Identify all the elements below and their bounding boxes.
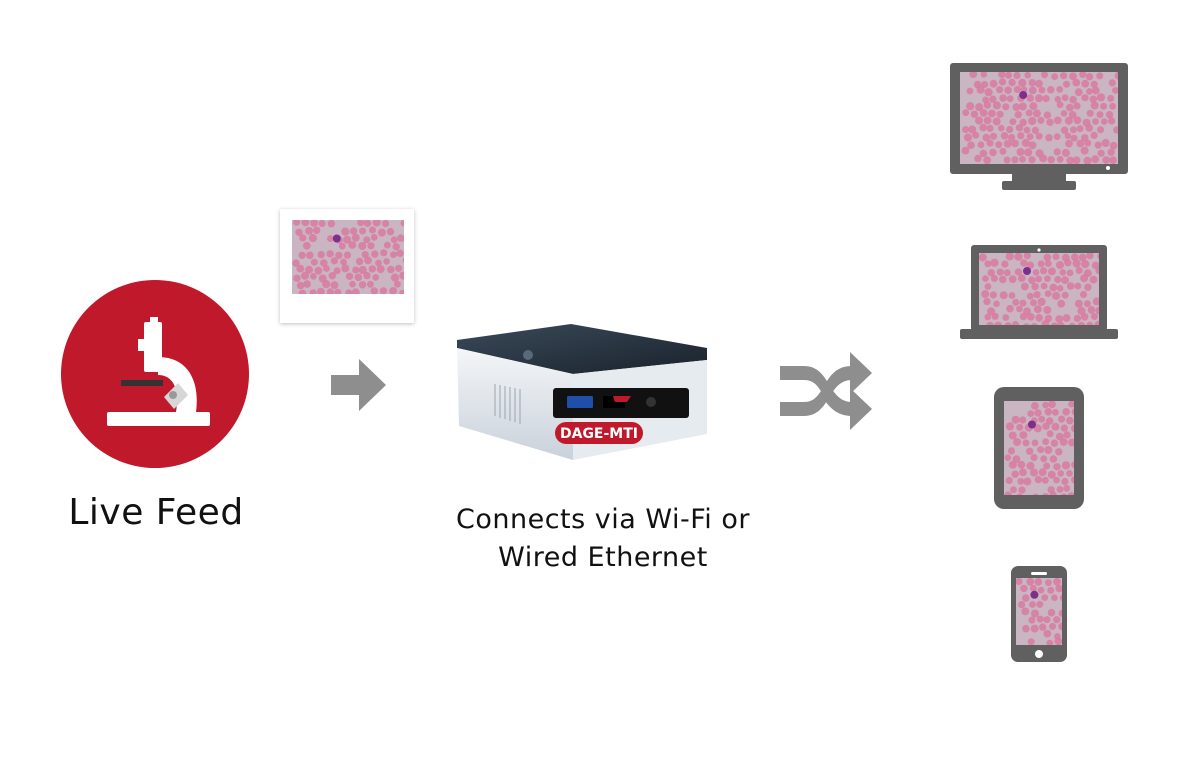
microscope-badge xyxy=(61,280,249,468)
shuffle-icon xyxy=(780,352,872,430)
live-feed-label: Live Feed xyxy=(68,492,244,533)
microscope-icon xyxy=(107,317,210,426)
connection-caption-line2: Wired Ethernet xyxy=(498,542,708,573)
badge-circle xyxy=(61,280,249,468)
usb-port xyxy=(567,396,593,408)
device-brand-badge xyxy=(555,422,643,444)
connection-caption-line1: Connects via Wi-Fi or xyxy=(455,504,750,535)
connection-caption: Connects via Wi-Fi or Wired Ethernet xyxy=(430,501,776,577)
specimen-thumbnail-card xyxy=(280,209,414,323)
tablet-screen xyxy=(1004,401,1074,495)
device-brand-text: DAGE-MTI xyxy=(560,426,638,442)
desktop-monitor-screen xyxy=(960,72,1118,164)
smartphone-screen xyxy=(1016,578,1062,645)
mini-pc-icon: DAGE-MTI xyxy=(457,324,707,460)
laptop-screen xyxy=(979,253,1099,325)
specimen-thumbnail-image xyxy=(292,220,404,294)
arrow-right-icon xyxy=(331,359,386,411)
